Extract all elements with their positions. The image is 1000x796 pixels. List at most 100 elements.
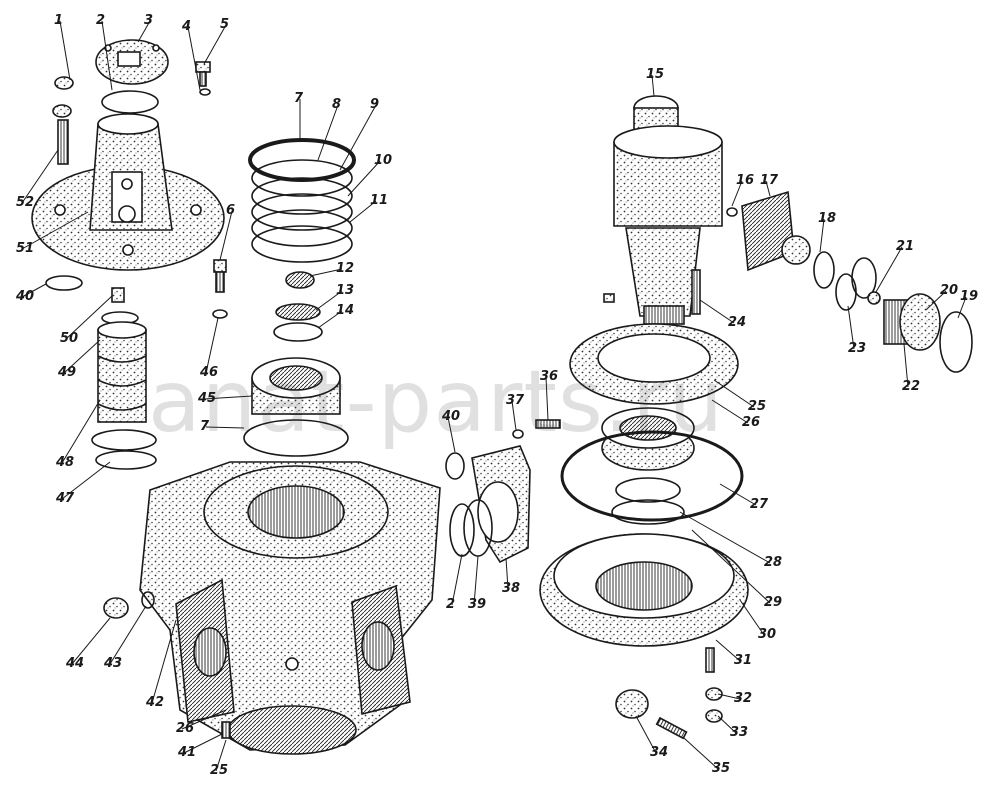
thrust-washer [615,477,681,503]
part-callout: 20 [940,283,959,298]
leader-line [215,739,227,772]
leader-line [739,599,765,636]
watermark: anat-parts.ru [148,352,725,452]
bearing-cup [883,293,973,373]
large-o-ring [560,430,744,522]
part-callout: 50 [60,331,79,346]
part-callout: 25 [210,763,229,778]
main-body [139,461,441,755]
leader-line [183,733,223,754]
nut-stack [52,76,74,165]
part-callout: 41 [178,745,197,760]
leader-line [349,200,377,223]
part-callout: 29 [764,595,783,610]
leader-line [451,553,463,606]
part-callout: 38 [502,581,521,596]
leader-line [473,555,479,606]
part-callout: 47 [56,491,75,506]
part-callout: 43 [104,656,123,671]
leader-line [957,296,967,319]
part-callout: 16 [736,173,755,188]
part-callout: 13 [336,283,355,298]
part-callout: 1 [54,13,64,28]
part-callout: 26 [742,415,761,430]
leader-line [679,511,771,564]
seal [611,499,685,525]
leader-line [635,715,657,754]
part-callout: 26 [176,721,195,736]
leader-line [651,74,655,97]
wheel-hub [539,533,749,647]
part-callout: 37 [506,393,525,408]
leader-line [505,557,509,590]
part-callout: 8 [332,97,342,112]
part-callout: 28 [764,555,783,570]
part-callout: 25 [748,399,767,414]
stud-nuts [705,647,723,723]
leader-line [21,283,47,298]
key [726,207,738,217]
part-callout: 9 [370,97,380,112]
part-callout: 46 [200,365,219,380]
part-callout: 6 [226,203,236,218]
leader-line [187,26,201,91]
leader-line [347,160,381,197]
part-callout: 40 [442,409,461,424]
leader-line [137,20,151,43]
part-callout: 51 [16,241,35,256]
roller-bearing [243,357,349,457]
leader-line [717,715,737,734]
stud-bolt [221,721,231,739]
leader-line [317,310,343,329]
leader-line [713,379,755,408]
pin [691,269,701,315]
part-callout: 42 [146,695,165,710]
leader-line [683,737,719,770]
bolt-with-washer [212,259,228,319]
part-callout: 14 [336,303,355,318]
drain-plug [103,591,155,619]
shaft [613,95,723,325]
leader-line [203,395,253,400]
leader-line [71,617,111,665]
leader-line [875,246,903,293]
flange-cap [95,39,169,85]
spring-cartridge [91,287,157,470]
hub-housing [31,113,225,271]
leader-line [205,426,245,429]
leader-line [925,290,947,311]
leader-line [65,295,113,340]
castle-nut-and-pin [615,689,688,740]
part-callout: 48 [56,455,75,470]
leader-line [847,305,855,350]
leader-line [219,210,233,261]
leader-line [181,709,227,730]
part-callout: 17 [760,173,779,188]
right-bearing [601,407,695,471]
small-screw [603,293,615,303]
part-callout: 27 [750,497,769,512]
part-callout: 39 [468,597,487,612]
leader-lines [21,20,967,772]
leader-line [203,24,227,65]
part-callout: 24 [728,315,747,330]
part-callout: 32 [734,691,753,706]
part-callout: 15 [646,67,665,82]
leader-line [205,317,219,374]
leader-line [765,180,771,197]
part-callout: 36 [540,369,559,384]
retaining-rings [813,251,881,311]
leader-line [339,104,377,171]
leader-line [309,268,343,277]
part-callout: 52 [16,195,35,210]
part-callout: 49 [58,365,77,380]
leader-line [545,376,549,421]
part-callout: 5 [220,17,230,32]
part-callout: 10 [374,153,393,168]
side-cover [445,445,531,564]
part-callout: 19 [960,289,979,304]
part-callout: 18 [818,211,837,226]
right-flange [569,323,739,405]
